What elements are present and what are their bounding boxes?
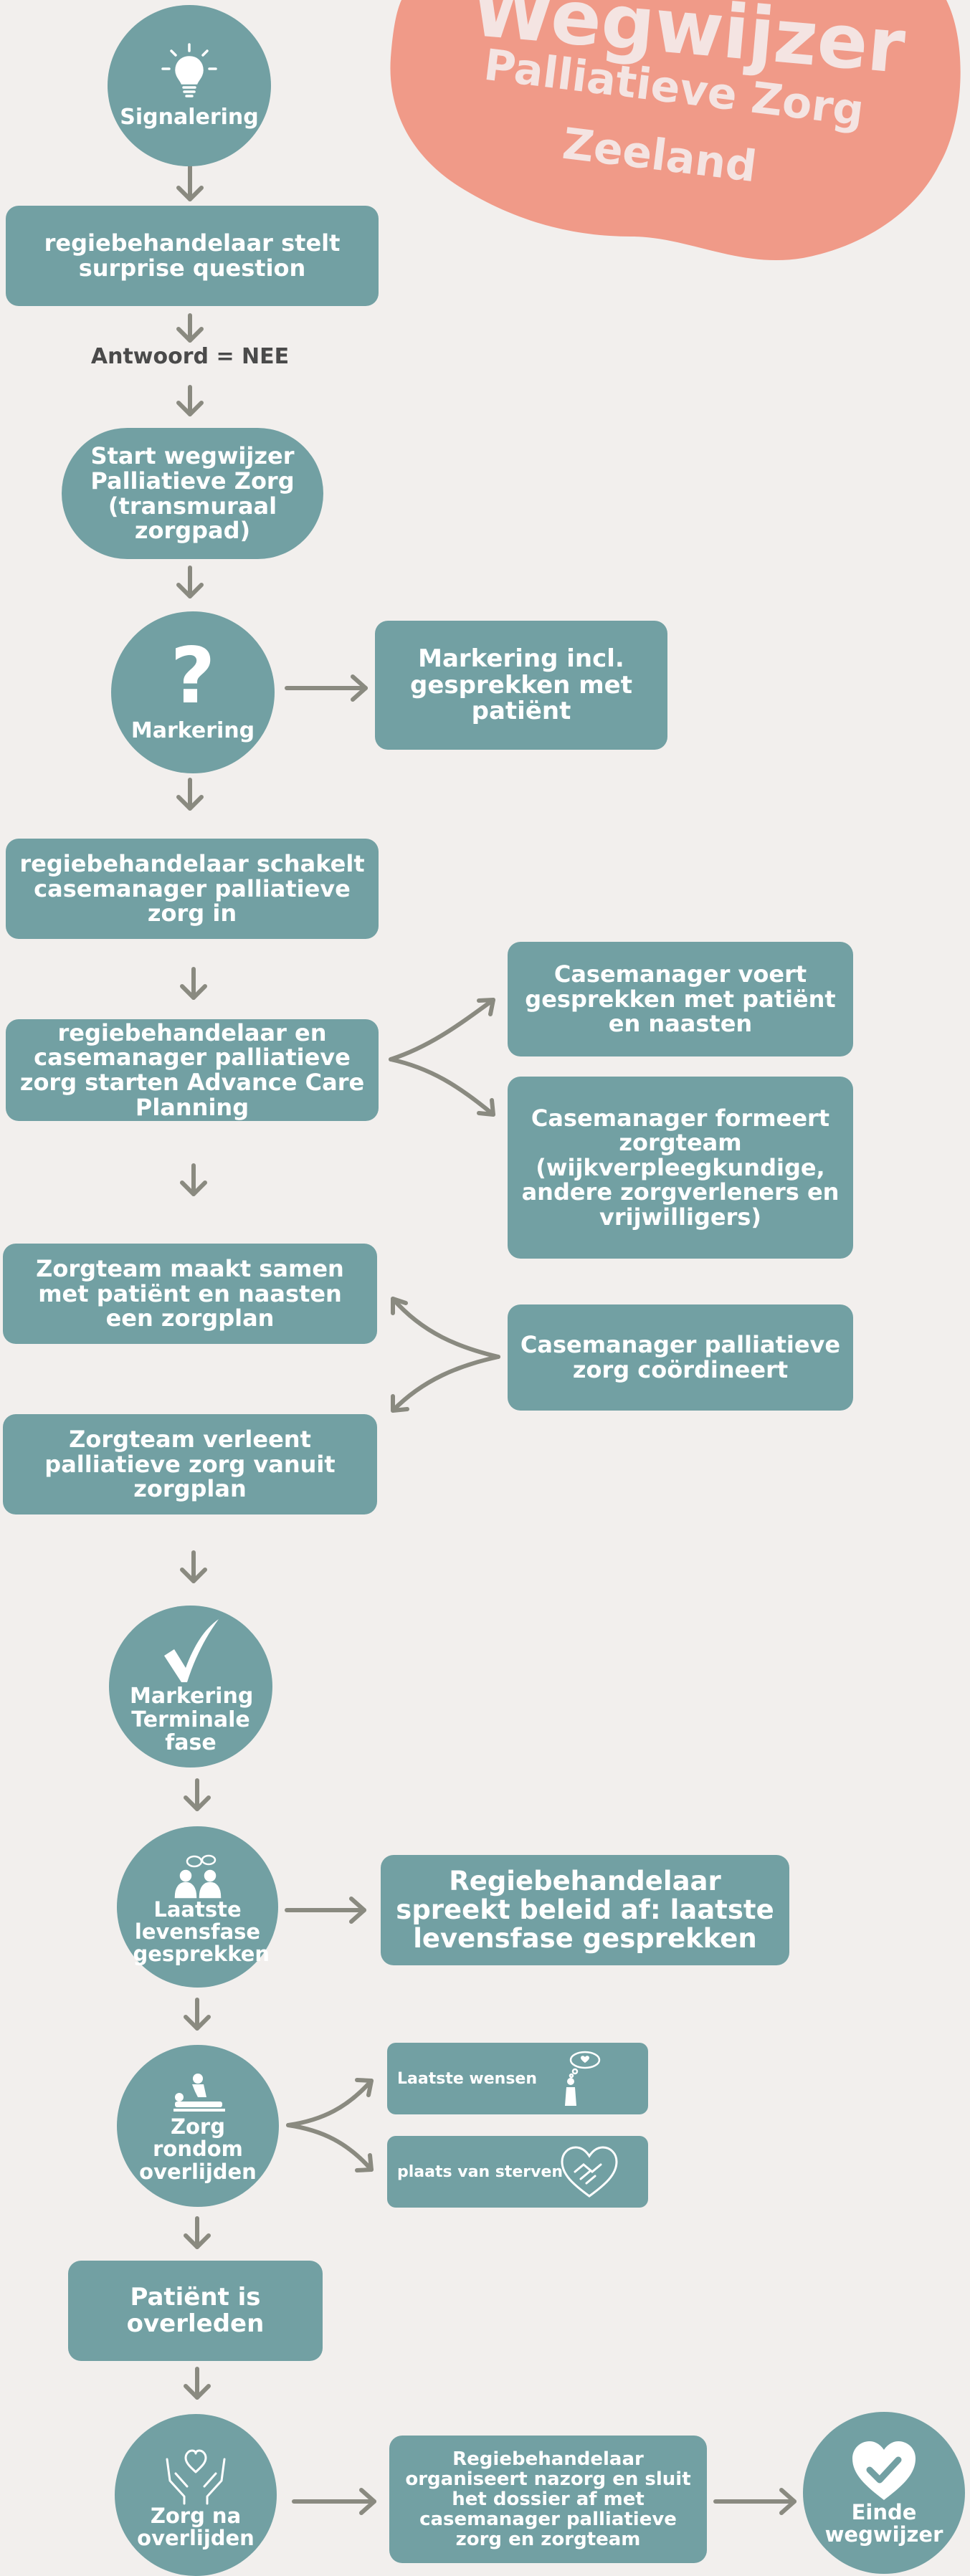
arrow-markering-box [285, 674, 368, 702]
beleid-node: Regiebehandelaar spreekt beleid af: laat… [381, 1855, 789, 1965]
laatste-levensfase-node: Laatste levensfase gesprekken [117, 1826, 278, 1988]
arrow-antwoord-start [176, 385, 204, 416]
arrow-laatste-beleid [285, 1897, 366, 1924]
advance-care-planning-node: regiebehandelaar en casemanager palliati… [6, 1019, 379, 1121]
casemanager-gesprekken-node: Casemanager voert gesprekken met patiënt… [508, 942, 853, 1056]
arrow-start-markering [176, 566, 204, 598]
surprise-question-node: regiebehandelaar stelt surprise question [6, 206, 379, 306]
zorg-rondom-overlijden-node: Zorg rondom overlijden [117, 2045, 279, 2207]
hands-heart-icon [166, 2449, 226, 2505]
zorg-na-label: Zorg na overlijden [137, 2503, 255, 2550]
care-giver-icon [173, 2074, 225, 2112]
arrow-laatste-rondom [184, 1998, 211, 2031]
terminale-fase-label: Markering Terminale fase [130, 1684, 254, 1756]
heart-check-icon [852, 2441, 916, 2500]
conversation-icon [174, 1854, 221, 1898]
arrow-terminale-laatste [184, 1778, 211, 1811]
nazorg-node: Regiebehandelaar organiseert nazorg en s… [389, 2436, 707, 2563]
arrow-acp-zorgteam [389, 1057, 495, 1117]
signalering-label: Signalering [120, 105, 259, 130]
patient-overleden-node: Patiënt is overleden [68, 2261, 323, 2361]
arrow-acp-zorgplan [180, 1163, 207, 1196]
antwoord-label: Antwoord = NEE [90, 344, 290, 369]
laatste-levensfase-label: Laatste levensfase gesprekken [133, 1897, 270, 1967]
zorg-na-overlijden-node: Zorg na overlijden [115, 2414, 277, 2576]
arrow-coord-zorgplan [391, 1297, 500, 1359]
arrow-surprise-antwoord [176, 313, 204, 343]
arrow-na-nazorg [292, 2488, 376, 2515]
terminale-fase-node: Markering Terminale fase [109, 1606, 272, 1768]
arrow-schakelt-acp [180, 967, 207, 1000]
arrow-nazorg-einde [713, 2488, 797, 2515]
markering-node: ? Markering [111, 611, 275, 773]
checkmark-icon [164, 1619, 219, 1683]
markering-label: Markering [130, 717, 255, 743]
plaats-van-sterven-label: plaats van sterven [397, 2162, 564, 2181]
banner-blob [390, 0, 961, 261]
lightbulb-icon [161, 43, 217, 98]
arrow-overleden-na [184, 2367, 211, 2400]
einde-label: Einde wegwijzer [824, 2499, 943, 2547]
arrow-coord-verleent [391, 1355, 500, 1413]
handshake-heart-icon [561, 2146, 618, 2198]
laatste-wensen-node: Laatste wensen [387, 2043, 648, 2114]
signalering-node: Signalering [108, 5, 271, 166]
laatste-wensen-label: Laatste wensen [397, 2069, 538, 2088]
arrow-acp-gesprekken [389, 998, 495, 1062]
zorg-rondom-label: Zorg rondom overlijden [139, 2114, 257, 2184]
arrow-verleent-terminale [180, 1550, 207, 1583]
einde-wegwijzer-node: Einde wegwijzer [803, 2412, 965, 2574]
plaats-van-sterven-node: plaats van sterven [387, 2136, 648, 2208]
arrow-rondom-wensen [286, 2078, 374, 2127]
arrow-signalering-surprise [176, 164, 204, 201]
arrow-rondom-sterven [286, 2123, 374, 2172]
question-mark-icon: ? [170, 631, 216, 721]
casemanager-zorgteam-node: Casemanager formeert zorgteam (wijkverpl… [508, 1077, 853, 1259]
coordineert-node: Casemanager palliatieve zorg coördineert [508, 1304, 853, 1411]
arrow-markering-schakelt [176, 778, 204, 811]
zorgplan-node: Zorgteam maakt samen met patiënt en naas… [3, 1244, 377, 1344]
schakelt-casemanager-node: regiebehandelaar schakelt casemanager pa… [6, 839, 379, 939]
title-banner [390, 0, 961, 261]
thought-person-icon [565, 2051, 601, 2106]
arrow-rondom-overleden [184, 2216, 211, 2249]
markering-gesprekken-node: Markering incl. gesprekken met patiënt [375, 621, 667, 750]
start-wegwijzer-node: Start wegwijzer Palliatieve Zorg (transm… [62, 428, 323, 559]
zorg-verleent-node: Zorgteam verleent palliatieve zorg vanui… [3, 1414, 377, 1514]
